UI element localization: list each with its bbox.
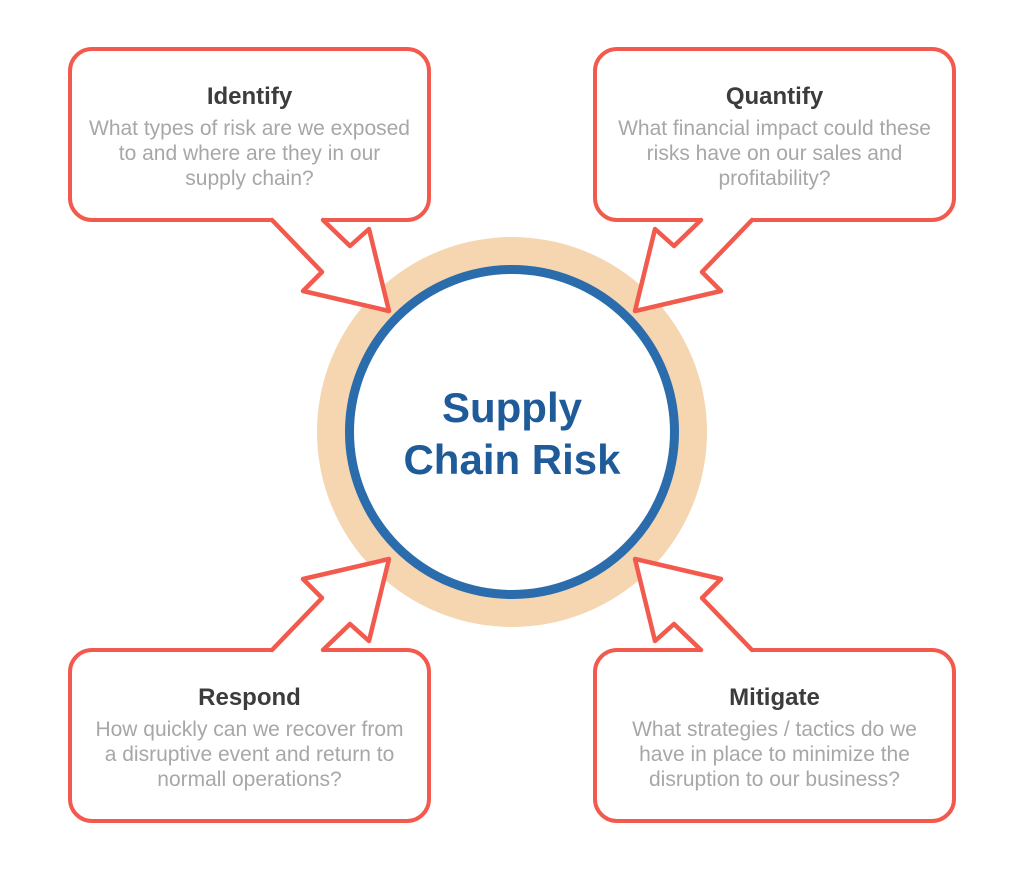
mitigate-body-line: What strategies / tactics do we xyxy=(632,718,917,741)
mitigate-body: What strategies / tactics do we have in … xyxy=(597,717,952,792)
mitigate-title: Mitigate xyxy=(729,684,820,711)
quantify-title: Quantify xyxy=(725,83,824,110)
identify-body-line: supply chain? xyxy=(185,167,314,190)
quantify-body-line: What financial impact could these xyxy=(618,117,931,140)
hub-label-line1: Supply xyxy=(441,384,582,431)
respond-card: Respond How quickly can we recover from … xyxy=(68,648,431,823)
identify-card: Identify What types of risk are we expos… xyxy=(68,47,431,222)
respond-body-line: a disruptive event and return to xyxy=(104,743,395,766)
quantify-body-line: profitability? xyxy=(718,167,831,190)
identify-body: What types of risk are we exposed to and… xyxy=(72,116,427,191)
mitigate-body-line: have in place to minimize the xyxy=(639,743,910,766)
quantify-body: What financial impact could these risks … xyxy=(597,116,952,191)
identify-title: Identify xyxy=(206,83,293,110)
respond-body: How quickly can we recover from a disrup… xyxy=(72,717,427,792)
respond-title: Respond xyxy=(198,684,301,711)
identify-body-line: to and where are they in our xyxy=(118,142,381,165)
quantify-body-line: risks have on our sales and xyxy=(646,142,903,165)
hub-label-line2: Chain Risk xyxy=(403,436,621,483)
mitigate-body-line: disruption to our business? xyxy=(649,768,900,791)
hub-label: Supply Chain Risk xyxy=(312,352,712,516)
respond-body-line: How quickly can we recover from xyxy=(95,718,404,741)
identify-body-line: What types of risk are we exposed xyxy=(89,117,410,140)
mitigate-card: Mitigate What strategies / tactics do we… xyxy=(593,648,956,823)
quantify-card: Quantify What financial impact could the… xyxy=(593,47,956,222)
respond-body-line: normall operations? xyxy=(157,768,342,791)
